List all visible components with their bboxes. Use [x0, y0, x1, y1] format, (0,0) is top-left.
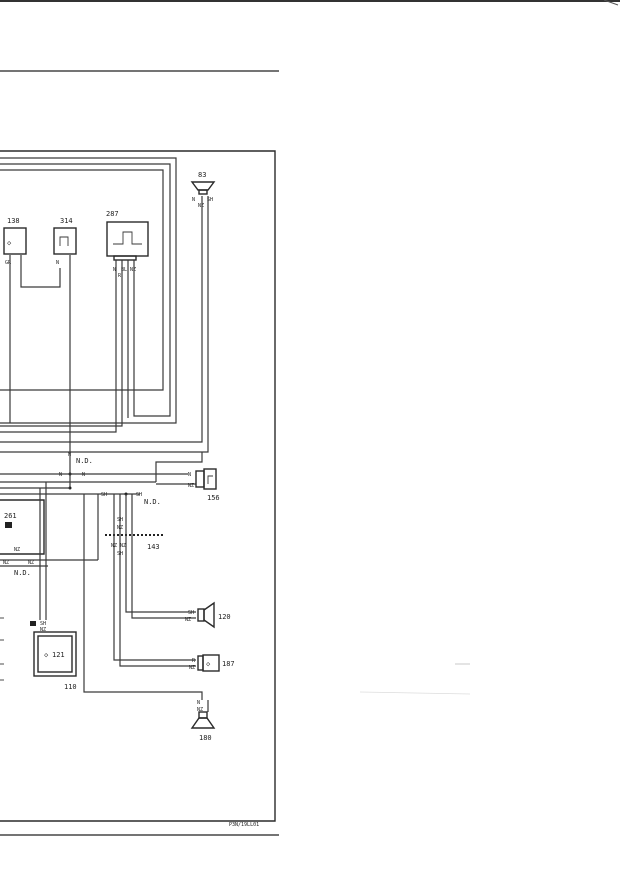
wire-187-a: [113, 494, 196, 661]
component-121: SH NZ ◇ 121 110: [30, 621, 77, 691]
label-83-nz: NZ: [198, 203, 204, 209]
component-287: 287 N BL NZ R: [106, 210, 149, 279]
wire-loop-inner: [0, 163, 171, 417]
box-287: [106, 221, 149, 257]
label-287: 287: [106, 210, 119, 218]
scan-mark-2: [359, 691, 471, 695]
component-314: 314 N: [53, 217, 77, 266]
label-nz-a: NZ: [14, 547, 20, 553]
label-180-n: N: [197, 700, 200, 706]
connector-187: [197, 655, 204, 671]
wire-loop-outer: [0, 157, 177, 424]
box-121: [37, 635, 73, 673]
switch-314-icon: [59, 236, 69, 246]
label-287-bl: BL: [121, 267, 127, 273]
reference-code: P3N/19LL01: [229, 822, 259, 828]
label-143: 143: [147, 543, 160, 551]
label-287-nz: NZ: [130, 267, 136, 273]
symbol-138-icon: ◇: [7, 239, 12, 247]
speaker-120-icon: [203, 601, 215, 629]
label-121-sh: SH: [40, 621, 46, 627]
label-121: 121: [52, 651, 65, 659]
label-287-n: N: [113, 267, 116, 273]
label-314-n: N: [56, 260, 59, 266]
label-180: 180: [199, 734, 212, 742]
label-n-a: N: [68, 452, 71, 458]
label-120-sh: SH: [188, 610, 194, 616]
label-sh-a: SH: [101, 492, 107, 498]
box-110: [33, 631, 77, 677]
component-180: N NZ 180: [190, 700, 216, 742]
label-314: 314: [60, 217, 73, 225]
label-sh-b: SH: [136, 492, 142, 498]
label-110: 110: [64, 683, 77, 691]
wire-180: [83, 494, 203, 700]
component-120: SH NZ 120: [185, 601, 231, 629]
connector-156: [195, 470, 205, 488]
symbol-121-icon: ◇: [44, 651, 49, 659]
label-156: 156: [207, 494, 220, 502]
label-187-nz: NZ: [189, 665, 195, 671]
label-180-nz: NZ: [197, 707, 203, 713]
speaker-180-icon: [190, 717, 216, 729]
wire-187-b: [119, 494, 196, 667]
label-138-gr: GR: [5, 260, 12, 266]
component-138: 138 ◇ GR: [3, 217, 27, 266]
label-261: 261: [4, 512, 17, 520]
label-nz-b: NZ: [3, 560, 9, 566]
label-n-c: N: [82, 472, 85, 478]
wire-120-b: [131, 494, 196, 619]
label-83-n: N: [192, 197, 195, 203]
label-138: 138: [7, 217, 20, 225]
label-83: 83: [198, 171, 206, 179]
box-138: [3, 227, 27, 255]
box-314: [53, 227, 77, 255]
label-nd-1: N.D.: [76, 457, 93, 465]
diagram-frame: [0, 150, 276, 822]
label-nz-c: NZ: [28, 560, 34, 566]
label-287-r: R: [118, 273, 122, 279]
wire-138-314: [20, 255, 61, 288]
component-83: 83 N SH NZ: [190, 171, 216, 209]
wire-loop-3: [0, 169, 164, 391]
wire-83-a: [0, 196, 203, 443]
label-156-nz: NZ: [188, 483, 194, 489]
wire-120-a: [125, 494, 196, 613]
speaker-83-base: [198, 189, 208, 195]
label-120: 120: [218, 613, 231, 621]
symbol-187-icon: ◇: [206, 660, 211, 668]
label-n-b: N: [59, 472, 62, 478]
box-187: [202, 654, 220, 672]
wire-287-b: [0, 260, 123, 427]
ground-261-icon: [5, 522, 12, 528]
ground-121-icon: [30, 621, 36, 626]
label-83-sh: SH: [207, 197, 213, 203]
label-121-nz: NZ: [40, 627, 46, 633]
component-261: 261: [0, 499, 45, 555]
label-nd-2: N.D.: [144, 498, 161, 506]
pulse-287-icon: [113, 231, 142, 245]
box-156: [203, 468, 217, 490]
wire-83-b: [0, 196, 209, 453]
label-nd-3: N.D.: [14, 569, 31, 577]
wire-287-a: [0, 260, 117, 433]
corner-mark: [603, 0, 619, 6]
label-143-nz-b: NZ: [120, 543, 126, 549]
box-261: [0, 499, 45, 555]
speaker-83-icon: [190, 181, 216, 191]
label-187-r: R: [192, 658, 196, 664]
label-156-n: N: [188, 472, 191, 478]
component-156: 156: [195, 468, 220, 502]
switch-156-icon: [207, 475, 213, 484]
component-187: R NZ ◇ 187: [189, 654, 235, 672]
wire-156-up: [155, 452, 203, 482]
label-187: 187: [222, 660, 235, 668]
connector-120: [197, 608, 205, 622]
label-120-nz: NZ: [185, 617, 191, 623]
connector-287: [113, 255, 137, 261]
